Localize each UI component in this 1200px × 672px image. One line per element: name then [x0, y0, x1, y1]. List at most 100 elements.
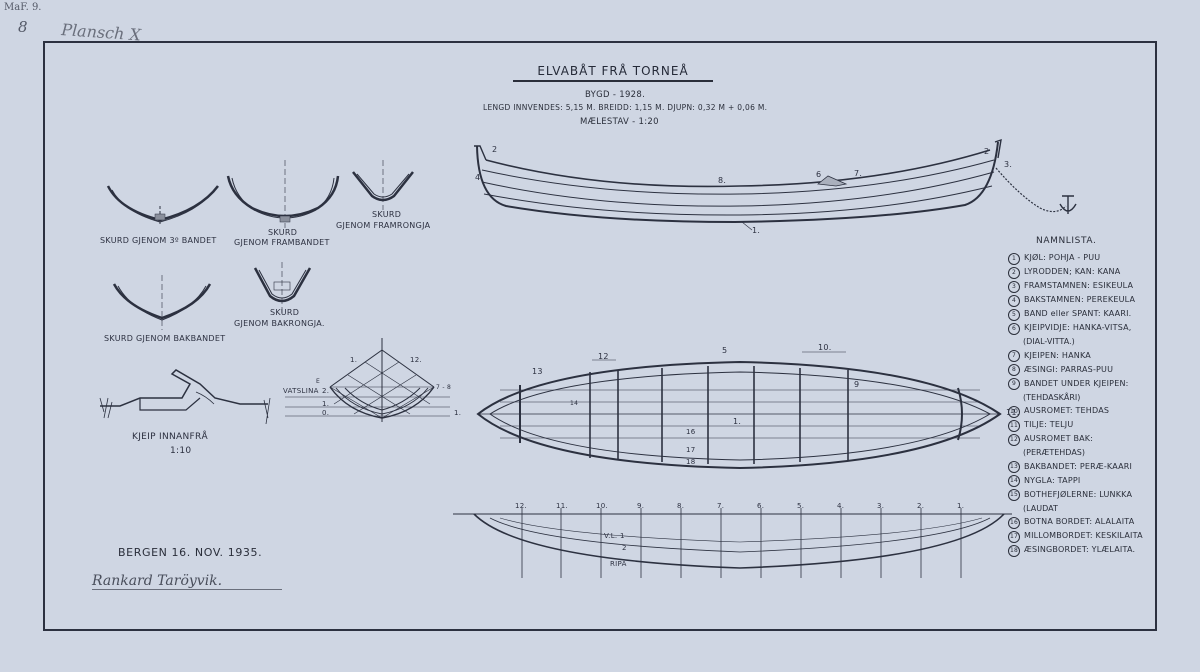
section-bakrongja	[253, 262, 312, 314]
name-list-number: 3	[1008, 280, 1020, 293]
name-list-text: BAKBANDET: PERÆ-KAARI	[1024, 461, 1133, 471]
name-list-text: BANDET UNDER KJEIPEN:	[1024, 378, 1129, 388]
name-list-number: 2	[1008, 266, 1020, 279]
name-list-text: NYGLA: TAPPI	[1024, 475, 1081, 485]
name-list-item: 12 AUSROMET BAK:	[1008, 433, 1158, 446]
section-label-bakrongja-b: GJENOM BAKRONGJA.	[234, 319, 325, 328]
name-list-continuation: (DIAL-VITTA.)	[1023, 337, 1075, 346]
waterline-2: 2.	[322, 387, 330, 395]
station-1: 1.	[957, 502, 965, 510]
vatslina-tick: E	[316, 378, 321, 385]
plan-num-13: 13	[532, 367, 543, 376]
section-label-third-band: SKURD GJENOM 3º BANDET	[100, 236, 217, 245]
waterline-1: 1.	[322, 400, 330, 408]
name-list-number: 15	[1008, 489, 1020, 501]
boat-plan	[476, 351, 1002, 470]
section-label-framrongja-b: GJENOM FRAMRONGJA	[336, 221, 431, 230]
name-list-continuation: (LAUDAT	[1023, 503, 1058, 513]
kjeip-label: KJEIP INNANFRÅ	[132, 432, 208, 442]
name-list-text: BOTNA BORDET: ALALAITA	[1024, 517, 1135, 526]
name-list-continuation: (TEHDASKÅRI)	[1023, 392, 1081, 402]
boat-profile	[474, 138, 1077, 231]
name-list-number: 18	[1008, 544, 1020, 557]
station-5: 5.	[797, 502, 805, 510]
profile-num-2-left: 2	[492, 145, 498, 154]
name-list-item: 11 TILJE: TELJU	[1008, 419, 1158, 432]
waterline-0: 0.	[322, 409, 330, 417]
plan-num-9: 9	[854, 380, 860, 389]
name-list-text: AUSROMET: TEHDAS	[1024, 406, 1110, 415]
station-2: 2.	[917, 502, 925, 510]
name-list-text: LYRODDEN; KAN: KANA	[1024, 267, 1121, 276]
station-7: 7.	[717, 502, 725, 510]
name-list-text: BAND eller SPANT: KAARI.	[1024, 309, 1132, 318]
section-label-framrongja-a: SKURD	[372, 210, 402, 219]
kjeip-detail	[99, 369, 271, 425]
section-label-frambandet-b: GJENOM FRAMBANDET	[234, 238, 330, 247]
name-list-text: MILLOMBORDET: KESKILAITA	[1024, 531, 1143, 540]
profile-num-7: 7.	[854, 169, 863, 178]
name-list-text: TILJE: TELJU	[1024, 420, 1074, 429]
station-3: 3.	[877, 502, 885, 510]
name-list-number: 10	[1008, 405, 1020, 418]
built-year: BYGD - 1928.	[585, 90, 646, 100]
station-4: 4.	[837, 502, 845, 510]
name-list-number: 14	[1008, 475, 1020, 487]
name-list-text: ÆSINGBORDET: YLÆLAITA.	[1024, 545, 1136, 554]
profile-num-6: 6	[816, 170, 822, 179]
name-list-heading: NAMNLISTA.	[1036, 236, 1097, 246]
plan-num-10: 10.	[818, 343, 832, 352]
name-list-text: KJØL: POHJA - PUU	[1024, 253, 1101, 262]
name-list-number: 17	[1008, 530, 1020, 543]
drawing-title: ELVABÅT FRÅ TORNEÅ	[513, 64, 713, 82]
section-third-band	[106, 185, 219, 226]
scale: MÆLESTAV - 1:20	[580, 117, 659, 127]
name-list-number: 7	[1008, 350, 1020, 362]
name-list-item: 9 BANDET UNDER KJEIPEN:	[1008, 378, 1158, 390]
name-list-number: 11	[1008, 419, 1020, 432]
name-list-item: 18 ÆSINGBORDET: YLÆLAITA.	[1008, 544, 1158, 557]
section-label-frambandet-a: SKURD	[268, 228, 298, 237]
station-10: 10.	[596, 502, 609, 510]
dimensions: LENGD INNVENDES: 5,15 M. BREIDD: 1,15 M.…	[483, 103, 768, 112]
name-list-continuation: (PERÆTEHDAS)	[1023, 448, 1085, 457]
profile-num-3: 3.	[1004, 160, 1013, 169]
name-list-number: 6	[1008, 322, 1020, 335]
name-list-item: 16 BOTNA BORDET: ALALAITA	[1008, 516, 1158, 529]
name-list-item: 17 MILLOMBORDET: KESKILAITA	[1008, 530, 1158, 543]
section-frambandet	[226, 160, 340, 228]
section-bakbandet	[112, 275, 212, 330]
plan-num-12: 12	[598, 352, 609, 361]
profile-num-1: 1.	[752, 226, 761, 235]
plan-num-18: 18	[686, 458, 696, 466]
name-list-text: KJEIPEN: HANKA	[1024, 350, 1091, 360]
waterline-1-right: 1.	[454, 409, 462, 417]
plan-num-17: 17	[686, 446, 696, 454]
name-list-number: 9	[1008, 378, 1020, 390]
section-label-bakrongja-a: SKURD	[270, 308, 300, 317]
name-list-number: 16	[1008, 516, 1020, 529]
plan-num-14: 14	[570, 400, 579, 407]
signature: Rankard Taröyvik.	[92, 573, 283, 590]
name-list-text: AUSROMET BAK:	[1024, 434, 1094, 443]
name-list-number: 1	[1008, 252, 1020, 265]
profile-num-4: 4	[475, 173, 481, 182]
name-list-item: 1 KJØL: POHJA - PUU	[1008, 252, 1158, 265]
name-list: NAMNLISTA. 1 KJØL: POHJA - PUU 2 LYRODDEN; …	[1008, 236, 1158, 558]
station-9: 9.	[637, 502, 645, 510]
section-label-bakbandet: SKURD GJENOM BAKBANDET	[104, 334, 226, 343]
name-list-number: 12	[1008, 433, 1020, 446]
station-11: 11.	[556, 502, 569, 510]
plan-num-5: 5	[722, 346, 728, 355]
name-list-number: 4	[1008, 294, 1020, 307]
lines-plan	[453, 508, 1012, 578]
drawing-date: BERGEN 16. NOV. 1935.	[118, 546, 263, 559]
name-list-text: ÆSINGI: PARRAS-PUU	[1024, 364, 1114, 374]
